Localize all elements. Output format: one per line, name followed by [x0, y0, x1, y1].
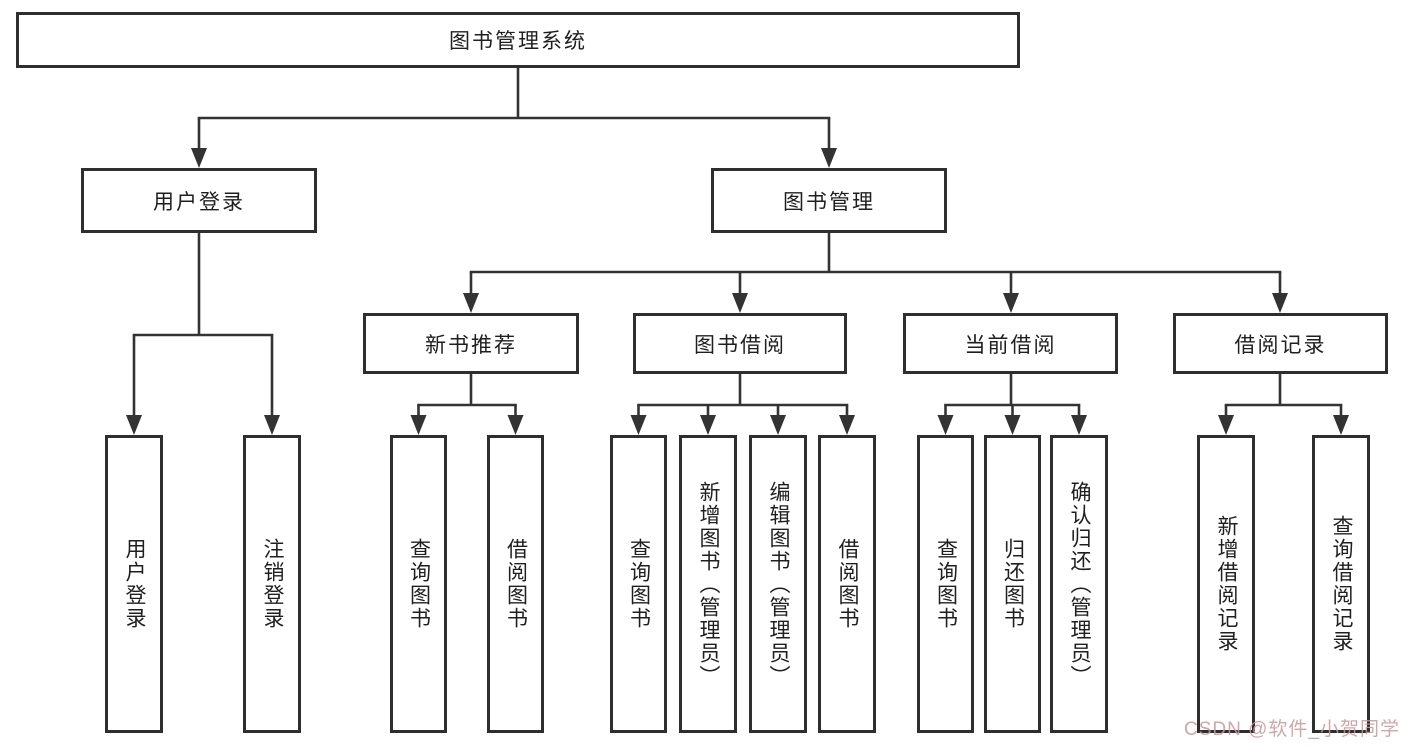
- leaf-borrow-books-recommend: 借阅图书: [487, 435, 544, 733]
- node-user-login-group: 用户登录: [81, 168, 317, 233]
- node-label: 图书管理系统: [449, 30, 587, 53]
- edge-current-borrow-to-leaves: [937, 374, 1087, 435]
- leaf-logout: 注销登录: [243, 435, 301, 733]
- leaf-query-books-borrow: 查询图书: [610, 435, 667, 733]
- node-label: 查询图书: [407, 538, 431, 630]
- node-label: 图书管理: [783, 190, 875, 214]
- leaf-query-books-current: 查询图书: [917, 435, 974, 733]
- node-label: 当前借阅: [964, 333, 1057, 357]
- node-root-system: 图书管理系统: [16, 12, 1020, 68]
- edge-borrow-record-to-leaves: [1218, 374, 1349, 435]
- node-book-borrow: 图书借阅: [633, 313, 847, 374]
- node-label: 确认归还（管理员）: [1068, 480, 1092, 688]
- leaf-add-book-admin: 新增图书（管理员）: [679, 435, 737, 733]
- leaf-return-book: 归还图书: [984, 435, 1041, 733]
- leaf-confirm-return-admin: 确认归还（管理员）: [1050, 435, 1108, 733]
- node-label: 查询图书: [934, 538, 958, 630]
- edge-book-mgmt-to-level3: [463, 233, 1288, 313]
- leaf-borrow-books: 借阅图书: [818, 435, 876, 733]
- leaf-query-books-recommend: 查询图书: [390, 435, 447, 733]
- edge-new-book-to-leaves: [410, 374, 524, 435]
- node-label: 查询图书: [627, 538, 651, 630]
- leaf-add-borrow-record: 新增借阅记录: [1197, 435, 1255, 733]
- node-label: 借阅图书: [504, 538, 528, 630]
- node-label: 注销登录: [261, 538, 285, 630]
- node-label: 新增借阅记录: [1215, 515, 1239, 653]
- node-label: 新增图书（管理员）: [697, 480, 721, 688]
- leaf-query-borrow-record: 查询借阅记录: [1312, 435, 1370, 733]
- node-label: 借阅记录: [1234, 333, 1327, 357]
- watermark-text: CSDN @软件_小贺同学: [1184, 719, 1400, 740]
- node-label: 借阅图书: [836, 538, 860, 630]
- node-label: 编辑图书（管理员）: [767, 480, 791, 688]
- node-label: 新书推荐: [425, 333, 517, 357]
- node-label: 图书借阅: [694, 333, 786, 357]
- node-label: 用户登录: [123, 538, 147, 630]
- edge-user-login-to-leaves: [126, 233, 280, 435]
- node-current-borrow: 当前借阅: [903, 313, 1118, 374]
- node-borrow-record: 借阅记录: [1173, 313, 1388, 374]
- edge-book-borrow-to-leaves: [630, 374, 855, 435]
- leaf-user-login: 用户登录: [105, 435, 163, 733]
- node-label: 查询借阅记录: [1330, 515, 1354, 653]
- node-new-book-recommend: 新书推荐: [363, 313, 579, 374]
- leaf-edit-book-admin: 编辑图书（管理员）: [749, 435, 807, 733]
- node-book-management: 图书管理: [711, 168, 947, 233]
- node-label: 归还图书: [1001, 538, 1025, 630]
- node-label: 用户登录: [153, 190, 245, 214]
- edge-root-to-level2: [191, 68, 837, 168]
